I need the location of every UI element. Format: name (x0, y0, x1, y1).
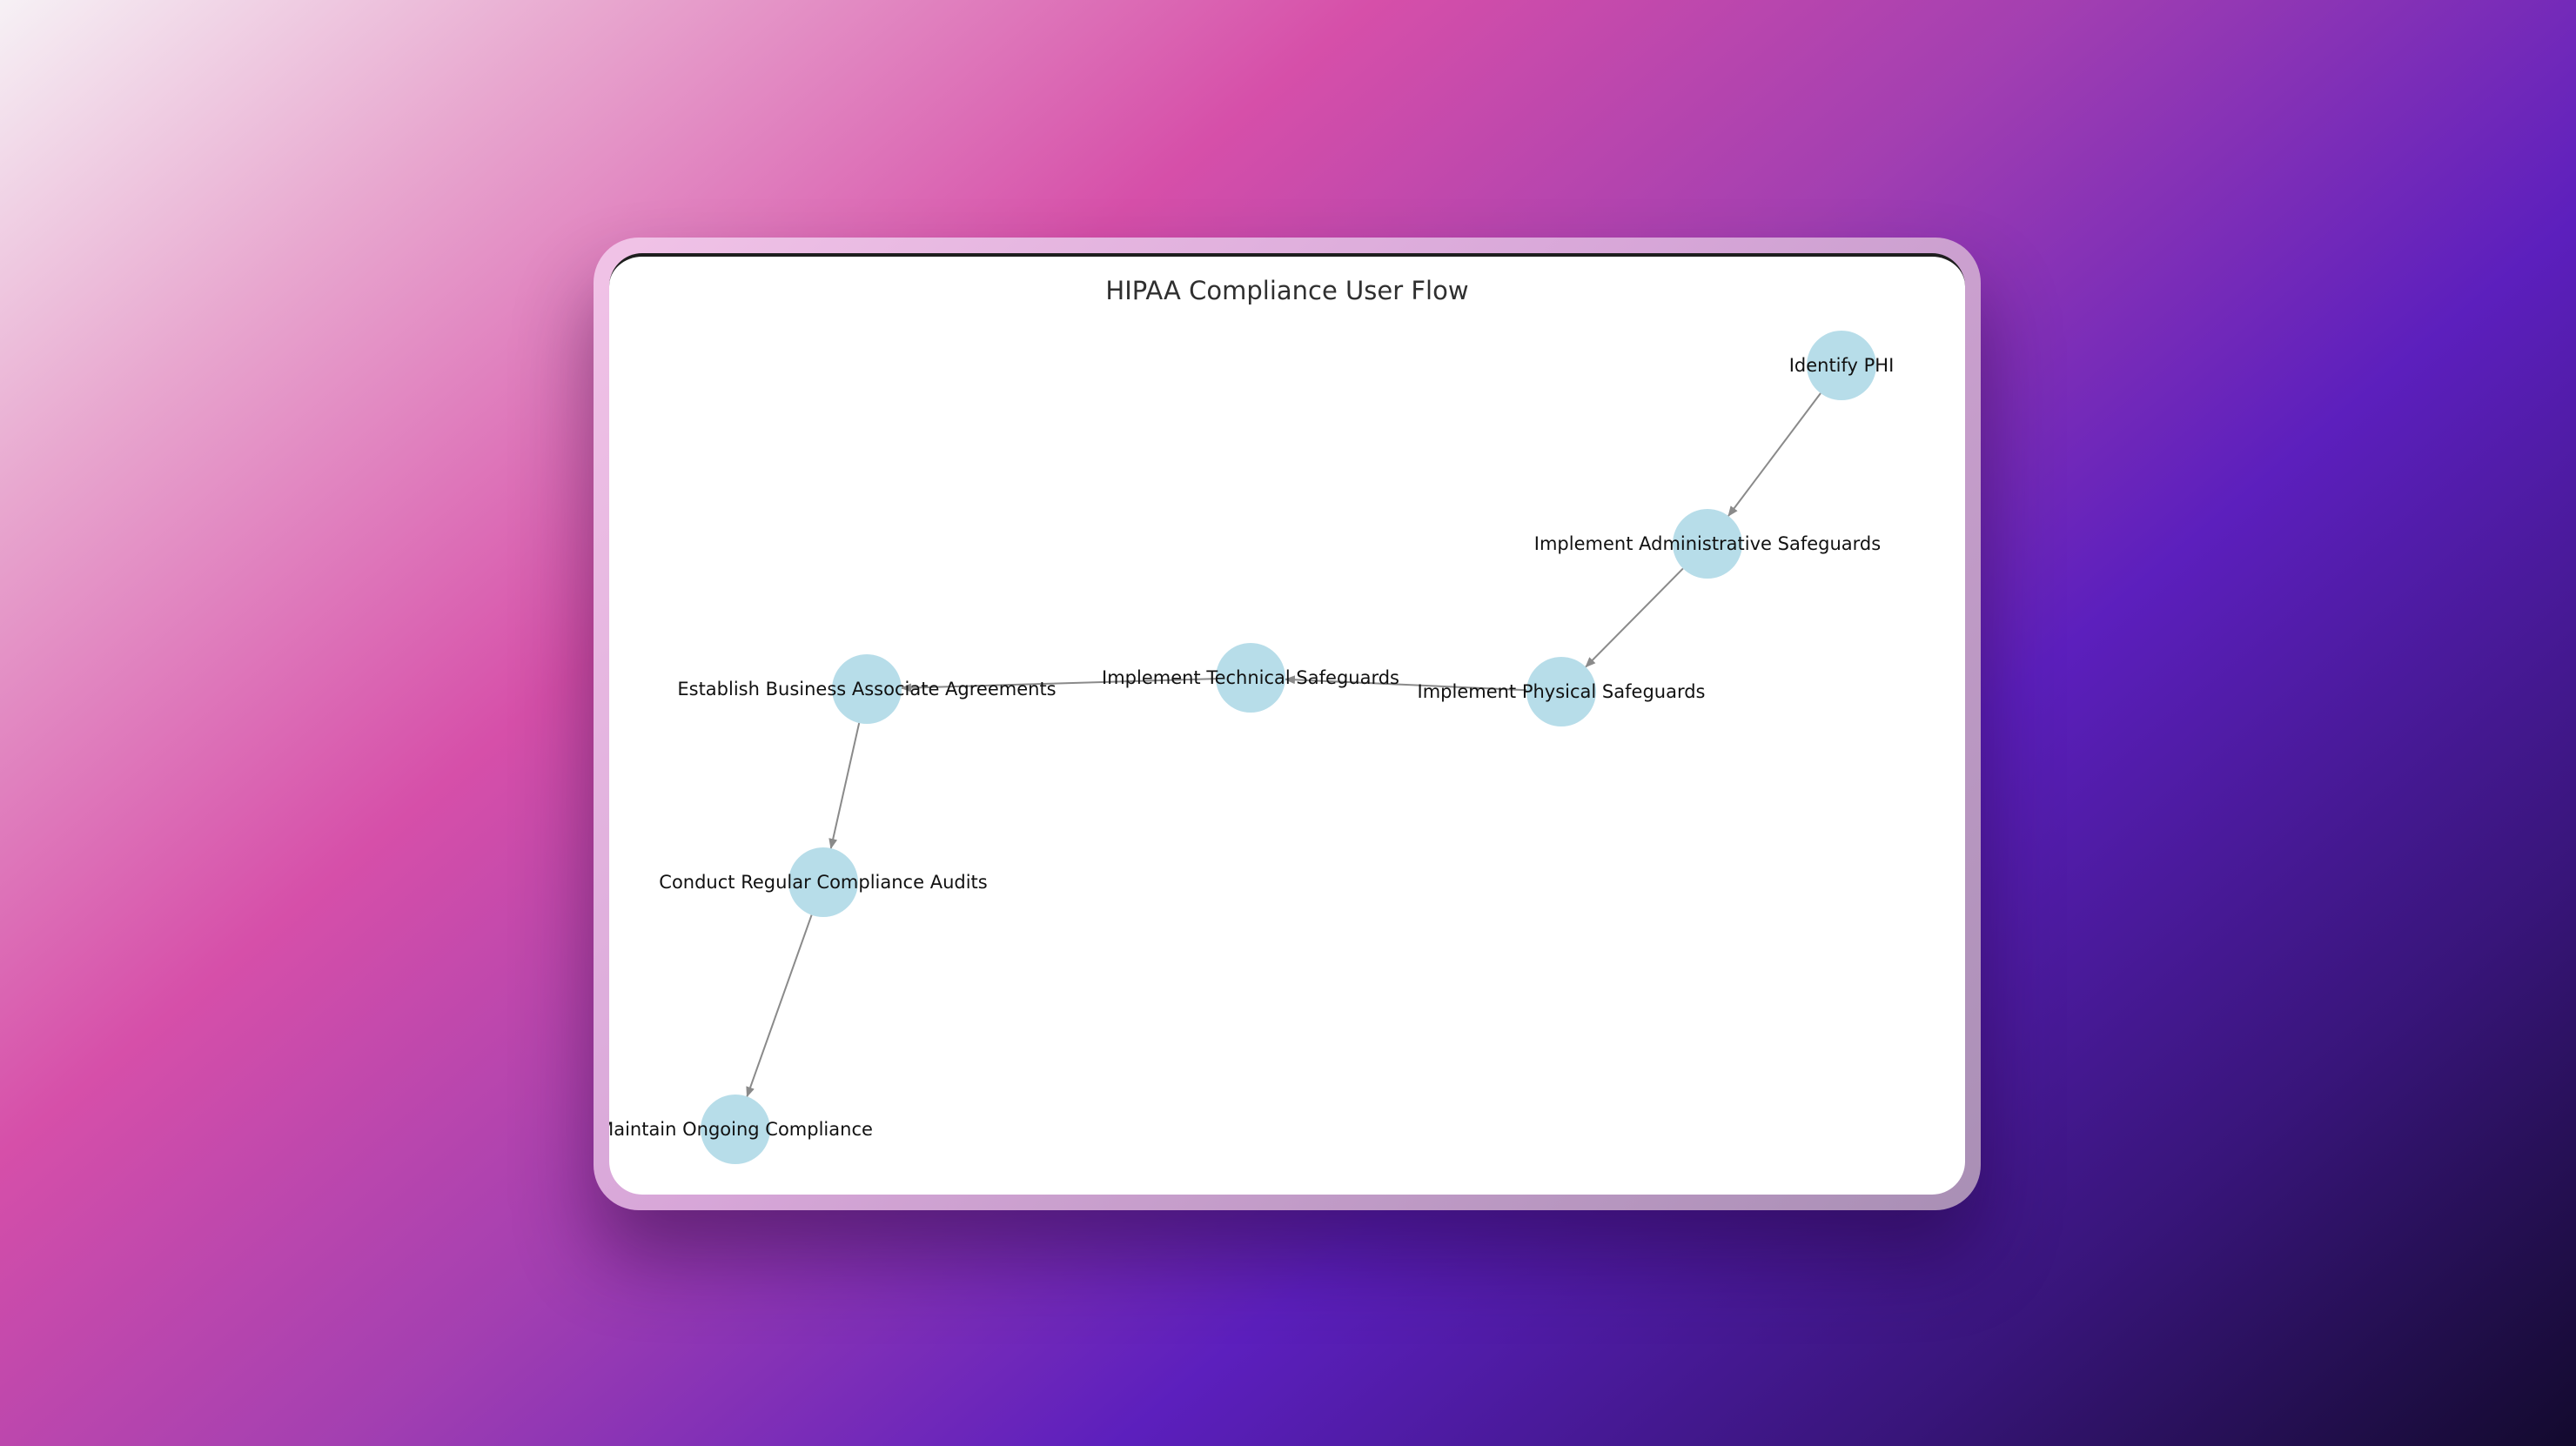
diagram-title: HIPAA Compliance User Flow (1105, 276, 1469, 305)
node-label: Identify PHI (1789, 355, 1895, 376)
node-circle[interactable] (1216, 643, 1285, 713)
edge-baa-to-audits (828, 722, 861, 849)
node-label: Implement Administrative Safeguards (1534, 533, 1881, 554)
node-circle[interactable] (1807, 331, 1876, 400)
edge-admin-to-physical (1585, 567, 1684, 668)
flow-diagram: Identify PHI Implement Administrative Saf… (609, 331, 1895, 1164)
node-identify[interactable]: Identify PHI (1789, 331, 1895, 400)
node-physical[interactable]: Implement Physical Safeguards (1418, 657, 1706, 726)
node-label: Conduct Regular Compliance Audits (659, 872, 987, 893)
node-circle[interactable] (832, 654, 902, 724)
edge-identify-to-admin (1727, 392, 1821, 517)
node-circle[interactable] (1673, 509, 1742, 579)
node-admin[interactable]: Implement Administrative Safeguards (1534, 509, 1881, 579)
node-label: Establish Business Associate Agreements (677, 679, 1056, 700)
node-technical[interactable]: Implement Technical Safeguards (1102, 643, 1399, 713)
node-baa[interactable]: Establish Business Associate Agreements (677, 654, 1057, 724)
node-circle[interactable] (1526, 657, 1596, 726)
node-label: Implement Technical Safeguards (1102, 667, 1399, 688)
node-circle[interactable] (701, 1095, 770, 1164)
node-audits[interactable]: Conduct Regular Compliance Audits (659, 847, 988, 917)
edge-audits-to-maintain (746, 914, 813, 1098)
edge-technical-to-baa (900, 678, 1217, 693)
node-label: Maintain Ongoing Compliance (609, 1119, 873, 1140)
node-maintain[interactable]: Maintain Ongoing Compliance (609, 1095, 873, 1164)
node-label: Implement Physical Safeguards (1418, 681, 1706, 702)
node-circle[interactable] (788, 847, 858, 917)
edge-physical-to-technical (1284, 675, 1527, 692)
